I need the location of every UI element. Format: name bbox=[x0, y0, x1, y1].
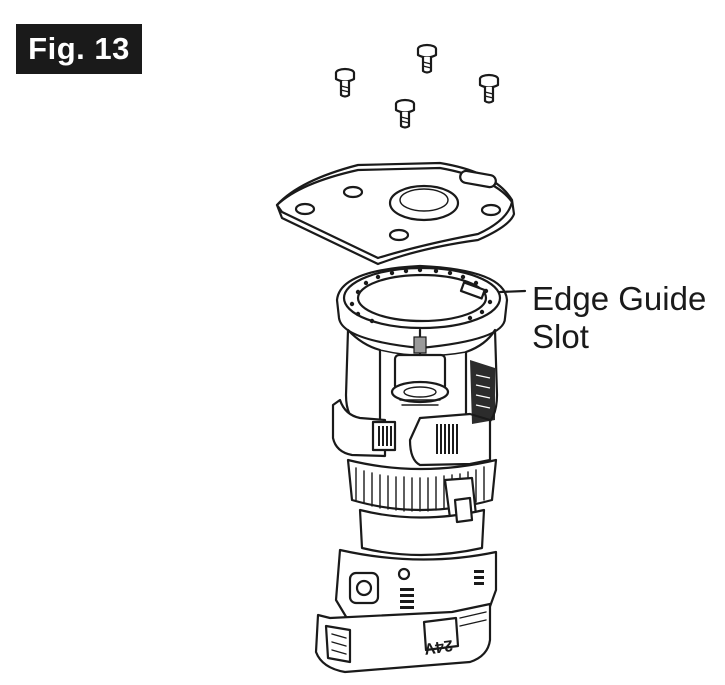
edge-guide-slot-callout: Edge Guide Slot bbox=[532, 280, 706, 356]
router-body bbox=[314, 264, 527, 674]
callout-line-2: Slot bbox=[532, 318, 589, 355]
screw-left bbox=[334, 67, 356, 98]
callout-line-1: Edge Guide bbox=[532, 280, 707, 317]
figure-label: Fig. 13 bbox=[16, 24, 142, 74]
base-plate bbox=[275, 161, 516, 266]
screw-top bbox=[416, 43, 438, 74]
screw-right bbox=[478, 73, 500, 104]
screw-front bbox=[394, 98, 416, 129]
battery-voltage-label: 24V bbox=[423, 636, 454, 657]
